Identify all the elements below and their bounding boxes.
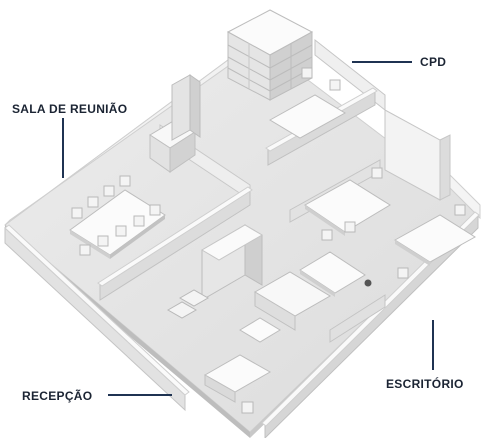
office-desk-1-edge xyxy=(305,205,345,236)
bookshelf-center-front xyxy=(171,74,191,141)
reception-office-divider xyxy=(329,294,386,343)
office-chairs-1 xyxy=(321,167,383,241)
label-escritorio: ESCRITÓRIO xyxy=(386,377,464,391)
cpd-desk xyxy=(269,94,346,139)
reception-chair xyxy=(241,401,254,414)
meeting-cabinet-side xyxy=(169,131,196,173)
reception-bookshelf-top xyxy=(201,224,263,261)
meeting-table-edge-2 xyxy=(110,215,165,259)
reception-armchairs xyxy=(166,289,210,319)
label-cpd: CPD xyxy=(420,55,447,69)
office-chairs-2 xyxy=(397,204,466,279)
meeting-room-wall-front-top xyxy=(97,186,253,287)
reception-sofa-front xyxy=(254,291,296,331)
front-wall-left-top xyxy=(4,224,190,396)
reception-desk-front xyxy=(204,374,236,403)
office-wall-tall-side xyxy=(439,134,451,201)
office-desk-3-edge xyxy=(300,270,335,297)
office-desk-2-edge xyxy=(395,240,430,266)
cpd-chairs xyxy=(301,67,341,91)
bookshelf-center-side xyxy=(189,74,201,138)
cpd-server-racks xyxy=(226,9,314,101)
label-sala-de-reuniao: SALA DE REUNIÃO xyxy=(12,102,128,116)
office-desk-2 xyxy=(394,214,476,263)
meeting-chairs xyxy=(71,175,161,256)
reception-coffee-table xyxy=(239,317,281,343)
label-recepcao: RECEPÇÃO xyxy=(22,389,93,403)
leader-lines xyxy=(62,61,434,396)
front-wall-right-top xyxy=(261,211,480,427)
floor-outlet xyxy=(364,279,372,287)
